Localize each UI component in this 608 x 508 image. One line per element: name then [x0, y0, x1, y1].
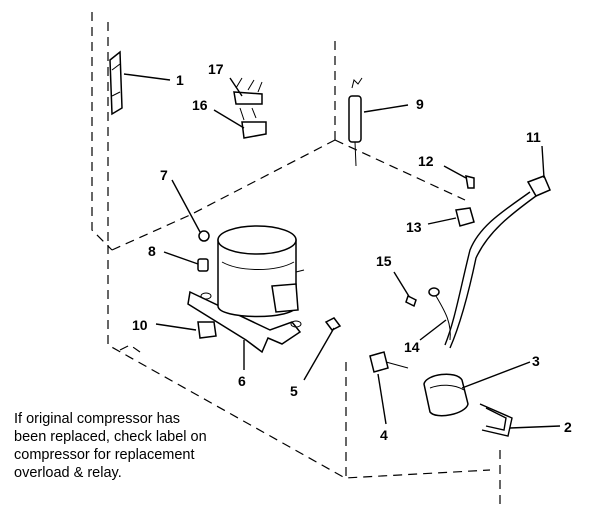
callout-8: 8 [148, 243, 156, 259]
callout-3: 3 [532, 353, 540, 369]
note-line-3: compressor for replacement [14, 447, 195, 463]
callout-16: 16 [192, 97, 208, 113]
part-4-relay [369, 351, 409, 425]
callout-9: 9 [416, 96, 424, 112]
callout-1: 1 [176, 72, 184, 88]
callout-7: 7 [160, 167, 168, 183]
part-14-15-wire [393, 271, 451, 341]
callout-15: 15 [376, 253, 392, 269]
part-2-clip [479, 403, 561, 437]
part-11-cord [444, 145, 551, 349]
callout-13: 13 [406, 219, 422, 235]
callout-17: 17 [208, 61, 224, 77]
callout-12: 12 [418, 153, 434, 169]
callout-2: 2 [564, 419, 572, 435]
part-9-sensor [348, 77, 409, 167]
compressor [187, 225, 305, 370]
part-13-clamp [427, 207, 475, 227]
cabinet-outline [91, 12, 501, 505]
note-line-2: been replaced, check label on [14, 429, 207, 445]
note-line-4: overload & relay. [14, 465, 122, 481]
part-8-grommet [163, 251, 209, 272]
replacement-note: If original compressor has been replaced… [14, 410, 284, 482]
part-5-clip [303, 317, 342, 381]
callout-14: 14 [404, 339, 420, 355]
part-3-cover [423, 361, 531, 417]
part-16-17-connector [213, 77, 267, 139]
callout-5: 5 [290, 383, 298, 399]
part-7-bolt [171, 179, 210, 242]
callout-11: 11 [526, 129, 541, 145]
callout-10: 10 [132, 317, 148, 333]
part-10-grommet [155, 321, 217, 339]
callout-labels: 1 17 16 9 11 12 7 13 8 15 10 14 3 6 5 2 … [132, 61, 572, 443]
part-1-bracket [109, 50, 171, 116]
part-12-screw [443, 165, 475, 189]
note-line-1: If original compressor has [14, 411, 181, 427]
callout-4: 4 [380, 427, 388, 443]
callout-6: 6 [238, 373, 246, 389]
